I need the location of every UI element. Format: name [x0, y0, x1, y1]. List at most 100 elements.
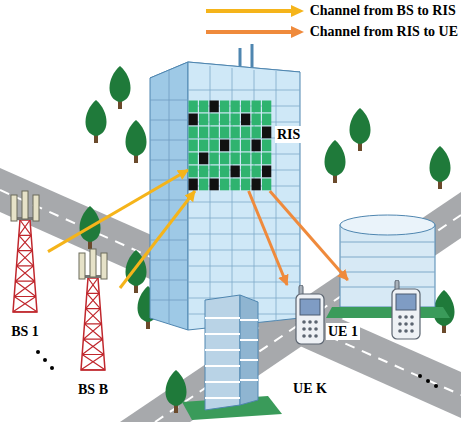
- ris-element: [199, 179, 208, 191]
- ris-element: [241, 114, 250, 126]
- dot: [426, 379, 430, 383]
- tower-icon: [66, 248, 120, 373]
- tower-body: [13, 220, 37, 312]
- antenna-panel: [11, 195, 17, 221]
- ris-element: [210, 101, 219, 113]
- tree-crown: [325, 140, 346, 176]
- ris-element: [241, 101, 250, 113]
- ris-element: [262, 179, 271, 191]
- small-tower: [182, 295, 282, 420]
- glass-facade: [150, 62, 188, 330]
- dot: [50, 366, 54, 370]
- tree: [430, 146, 451, 189]
- phone-key: [314, 320, 318, 324]
- ris-element: [199, 114, 208, 126]
- ris-element: [262, 114, 271, 126]
- phone-key: [308, 320, 312, 324]
- office-tower: [150, 44, 300, 330]
- tree: [166, 370, 187, 413]
- ris-element: [189, 114, 198, 126]
- phone-key: [398, 329, 402, 333]
- ris-element: [241, 140, 250, 152]
- tree-crown: [110, 66, 131, 102]
- ris-element: [241, 127, 250, 139]
- phone-key: [302, 320, 306, 324]
- legend-row: Channel from BS to RIS: [205, 2, 458, 20]
- ris-element: [210, 140, 219, 152]
- building-body: [240, 295, 258, 405]
- node-label: UE K: [291, 380, 329, 397]
- ris-panel: RIS: [188, 100, 272, 191]
- tree: [126, 120, 147, 163]
- tower-icon: [2, 190, 48, 315]
- legend-row: Channel from RIS to UE: [205, 23, 458, 41]
- building-roof: [340, 215, 435, 235]
- user-equipment: UE K: [280, 285, 340, 397]
- ris-element: [231, 101, 240, 113]
- ris-element: [199, 140, 208, 152]
- phone-key: [410, 315, 414, 319]
- ris-element: [262, 127, 271, 139]
- ris-element: [199, 166, 208, 178]
- ris-element: [231, 140, 240, 152]
- ris-element: [231, 114, 240, 126]
- antenna-panel: [79, 253, 85, 279]
- ris-element: [199, 127, 208, 139]
- ris-element: [252, 114, 261, 126]
- legend-arrow-head: [291, 26, 304, 38]
- window-grid: [150, 70, 188, 324]
- node-label: UE 1: [326, 323, 360, 340]
- phone-icon: [390, 280, 422, 340]
- phone-key: [398, 322, 402, 326]
- ris-element: [199, 101, 208, 113]
- legend-arrow-shaft: [206, 9, 293, 13]
- antenna-panel: [90, 249, 96, 277]
- ris-grid: [188, 100, 272, 191]
- phone-key: [314, 334, 318, 338]
- channel-arrow: [120, 191, 195, 288]
- ris-element: [252, 179, 261, 191]
- legend-arrow: [205, 25, 305, 39]
- tree-group: [80, 66, 455, 413]
- ris-element: [210, 114, 219, 126]
- building-body: [205, 295, 240, 410]
- dot: [43, 358, 47, 362]
- ris-element: [231, 127, 240, 139]
- node-label: BS 1: [9, 323, 41, 340]
- ris-element: [231, 153, 240, 165]
- dot: [434, 384, 438, 388]
- ris-element: [220, 101, 229, 113]
- ris-element: [189, 140, 198, 152]
- ris-element: [189, 127, 198, 139]
- ris-element: [241, 166, 250, 178]
- phone-screen: [300, 299, 320, 315]
- ris-element: [199, 153, 208, 165]
- phone-key: [302, 327, 306, 331]
- tree: [350, 108, 371, 151]
- ris-element: [189, 166, 198, 178]
- tree: [110, 66, 131, 109]
- ris-element: [262, 140, 271, 152]
- tree-crown: [86, 100, 107, 136]
- ris-element: [210, 179, 219, 191]
- tree-crown: [166, 370, 187, 406]
- antenna-panel: [101, 253, 107, 279]
- tree-crown: [430, 146, 451, 182]
- user-equipment: UE 1: [326, 280, 422, 340]
- ris-element: [231, 166, 240, 178]
- phone-key: [404, 315, 408, 319]
- ris-element: [210, 127, 219, 139]
- phone-key: [302, 334, 306, 338]
- ris-element: [241, 153, 250, 165]
- tree-crown: [126, 120, 147, 156]
- ris-element: [189, 179, 198, 191]
- tower-lattice: [81, 278, 105, 370]
- building-base: [326, 307, 450, 318]
- dot: [36, 350, 40, 354]
- ris-element: [220, 127, 229, 139]
- phone-icon: [294, 285, 326, 345]
- ris-element: [220, 140, 229, 152]
- phone-body: [296, 294, 324, 344]
